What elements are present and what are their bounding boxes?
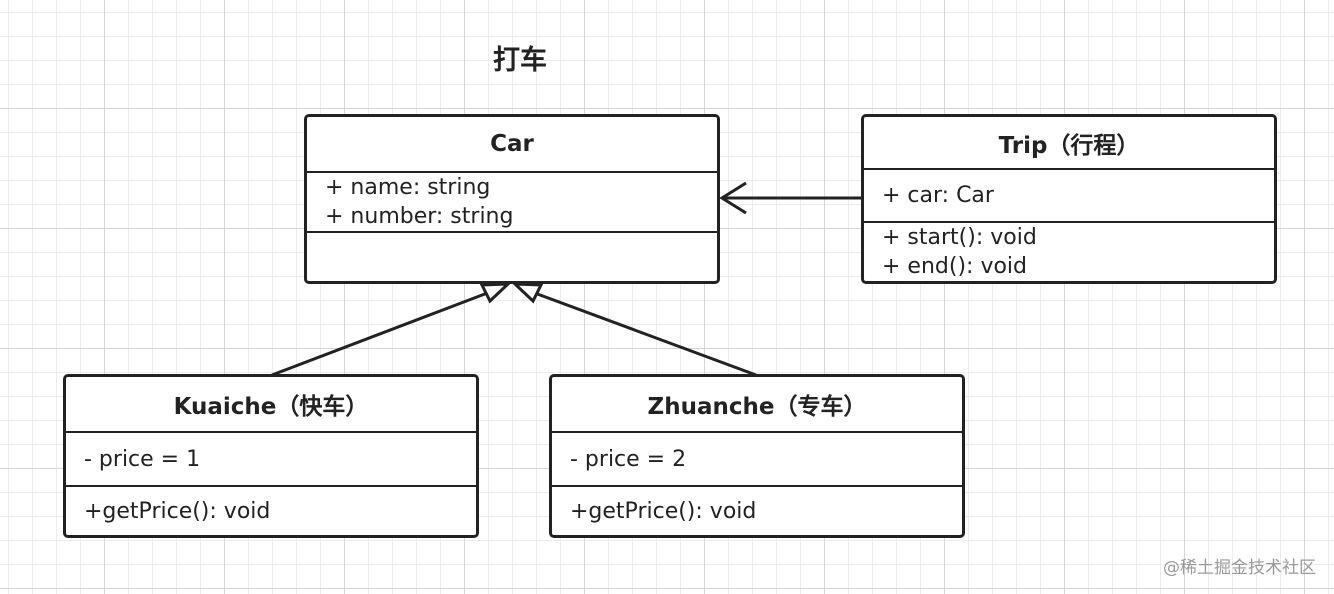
inheritance-zhuanche-triangle <box>511 282 544 304</box>
attribute: + car: Car <box>882 183 994 208</box>
class-kuaiche-methods: +getPrice(): void <box>66 487 476 535</box>
class-zhuanche-attributes: - price = 2 <box>552 433 962 487</box>
class-trip-methods: + start(): void + end(): void <box>864 223 1274 281</box>
class-trip[interactable]: Trip（行程） + car: Car + start(): void + en… <box>861 114 1277 284</box>
class-car-methods <box>307 233 717 281</box>
attribute: - price = 2 <box>570 446 687 472</box>
inheritance-kuaiche-car-line <box>271 290 491 377</box>
class-car[interactable]: Car + name: string + number: string <box>304 114 720 284</box>
attribute: + name: string <box>325 175 491 200</box>
class-zhuanche-methods: +getPrice(): void <box>552 487 962 535</box>
method: + start(): void <box>882 225 1037 250</box>
class-kuaiche[interactable]: Kuaiche（快车） - price = 1 +getPrice(): voi… <box>63 374 479 538</box>
watermark: @稀土掘金技术社区 <box>1163 558 1316 578</box>
method: +getPrice(): void <box>570 498 757 524</box>
inheritance-zhuanche-car-line <box>531 290 757 377</box>
attribute: + number: string <box>325 204 514 229</box>
class-zhuanche-name: Zhuanche（专车） <box>552 377 962 433</box>
diagram-title: 打车 <box>493 45 547 76</box>
class-car-name: Car <box>307 117 717 173</box>
attribute: - price = 1 <box>84 446 201 472</box>
inheritance-kuaiche-triangle <box>479 282 512 304</box>
class-trip-name: Trip（行程） <box>864 117 1274 170</box>
class-kuaiche-name: Kuaiche（快车） <box>66 377 476 433</box>
class-car-attributes: + name: string + number: string <box>307 173 717 233</box>
class-kuaiche-attributes: - price = 1 <box>66 433 476 487</box>
method: + end(): void <box>882 254 1027 279</box>
class-zhuanche[interactable]: Zhuanche（专车） - price = 2 +getPrice(): vo… <box>549 374 965 538</box>
method: +getPrice(): void <box>84 498 271 524</box>
association-arrowhead <box>719 181 747 215</box>
class-trip-attributes: + car: Car <box>864 170 1274 223</box>
